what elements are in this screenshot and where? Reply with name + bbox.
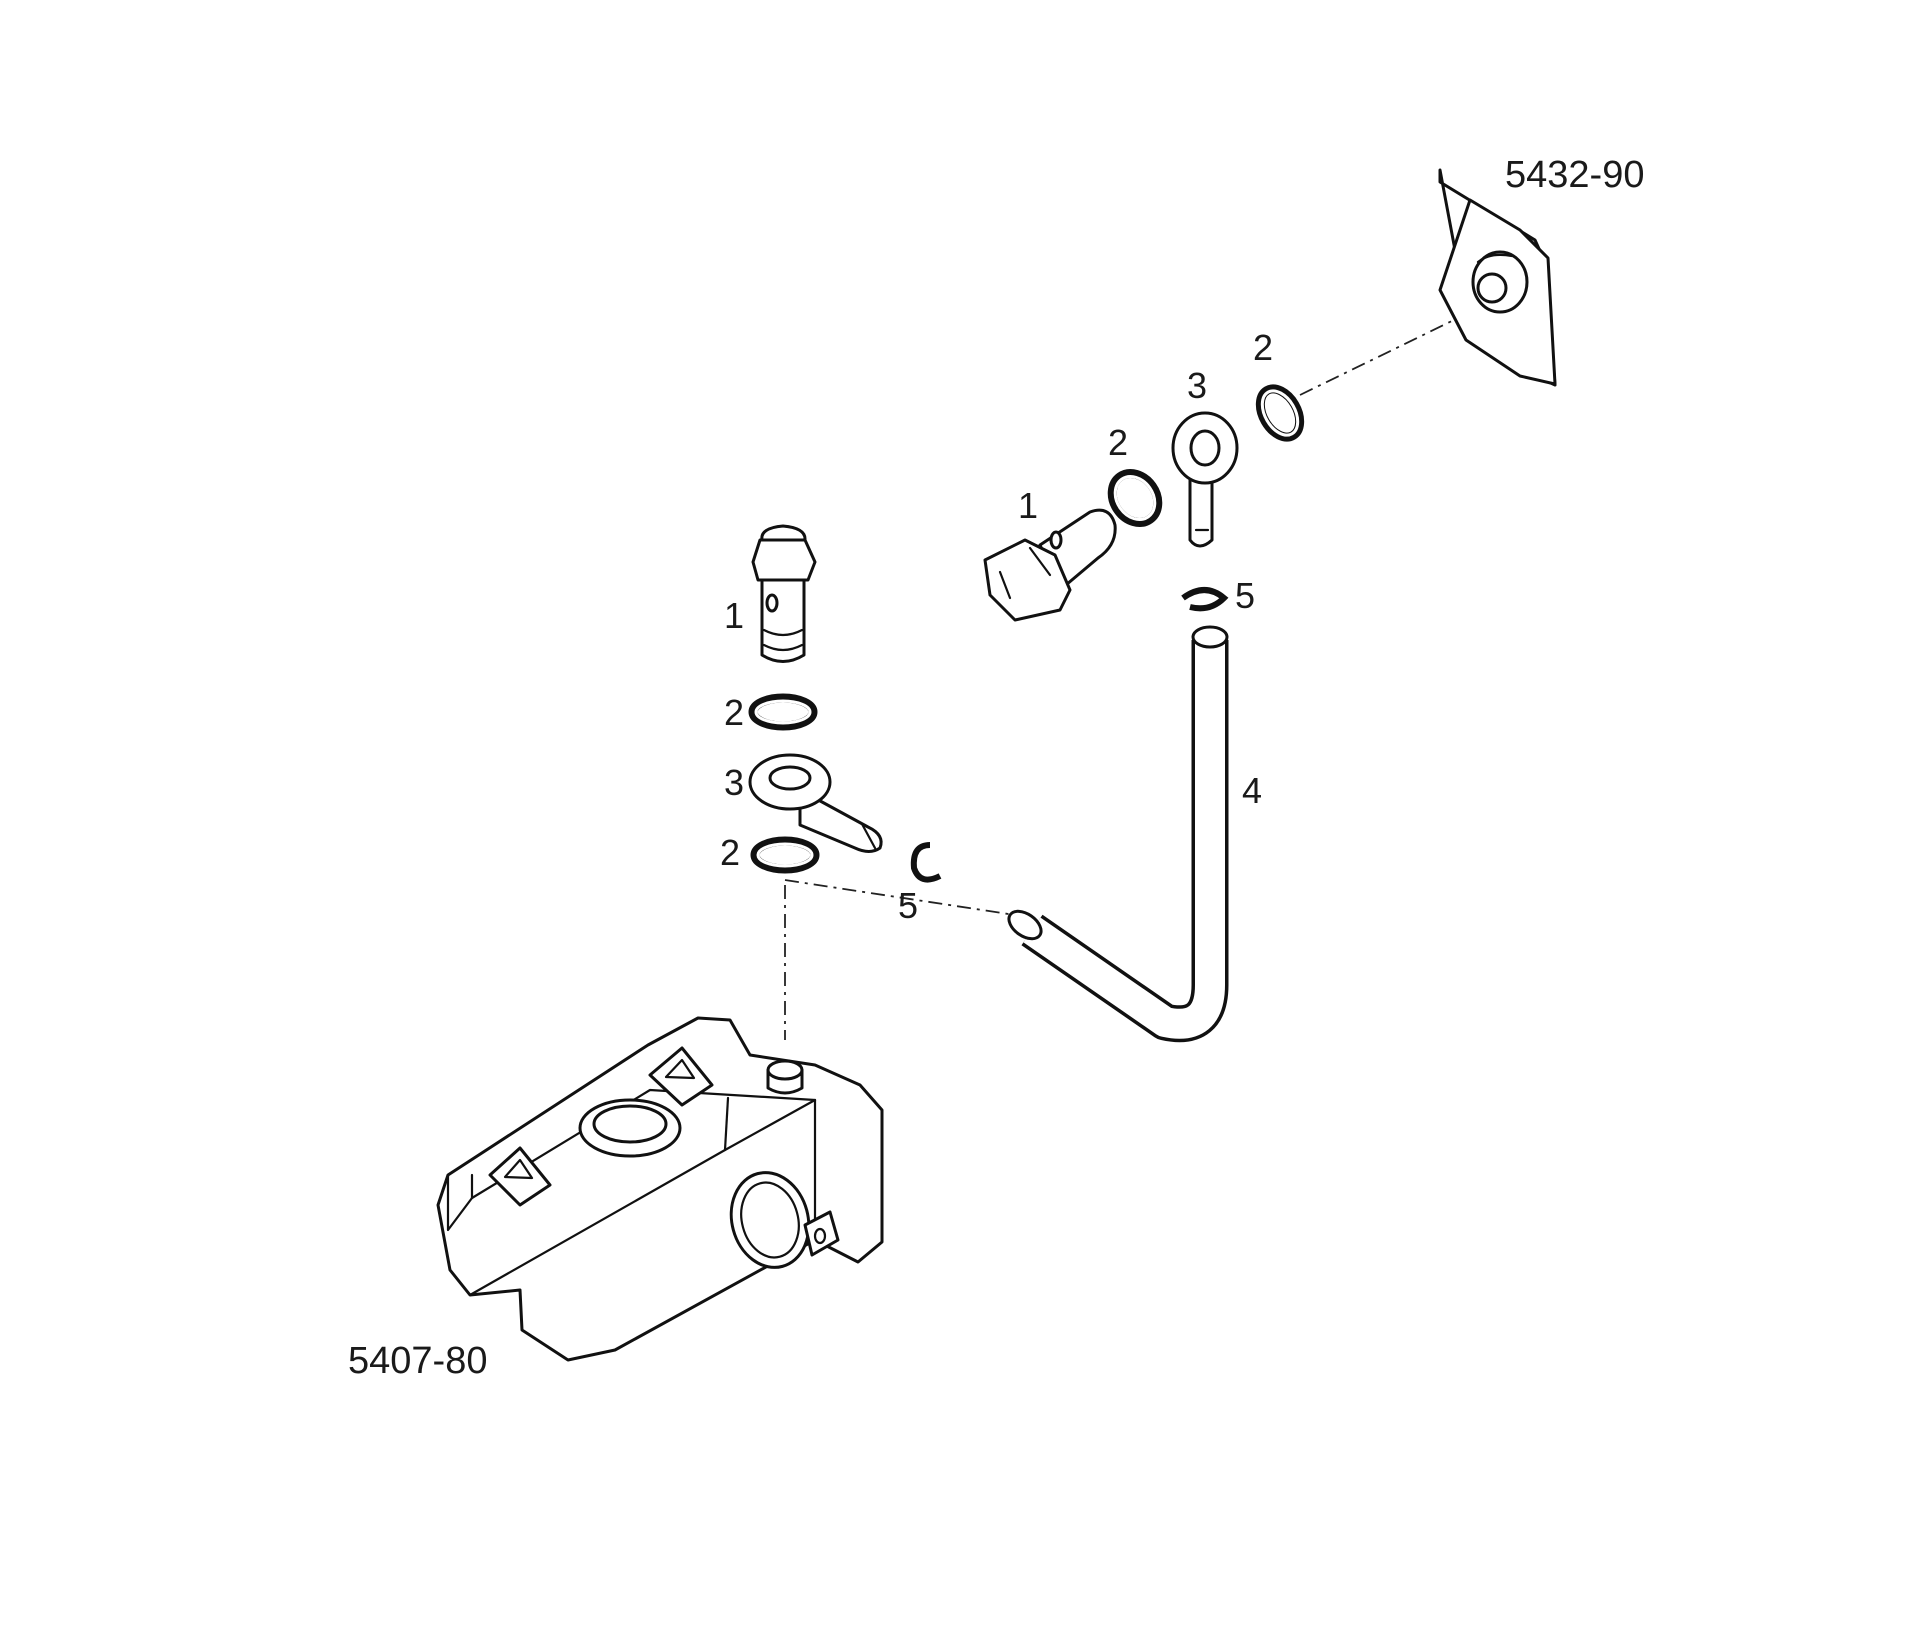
callout-left-banjo: 3 xyxy=(724,762,744,803)
right-washer-inner xyxy=(1107,469,1163,527)
housing-side-cover-ring xyxy=(740,1181,800,1259)
lower-housing xyxy=(436,1016,884,1362)
housing-pocket-right-inner xyxy=(664,1058,696,1080)
right-banjo-hole xyxy=(1189,429,1221,467)
right-bolt-facets xyxy=(998,546,1052,600)
left-banjo-bolt xyxy=(751,524,817,663)
label-assembly-lower: 5407-80 xyxy=(348,1340,487,1382)
upper-bracket xyxy=(1438,168,1557,387)
left-banjo-hole xyxy=(768,765,812,791)
labels: 5432-90 5407-80 1 2 3 2 5 1 2 3 2 5 4 xyxy=(348,154,1644,1382)
housing-body xyxy=(436,1016,884,1362)
housing-side-lug xyxy=(803,1210,840,1257)
right-banjo-bolt xyxy=(983,508,1117,622)
left-banjo-stem xyxy=(798,788,883,853)
callout-left-washer-upper: 2 xyxy=(724,692,744,733)
bracket-boss-edge xyxy=(1476,253,1514,264)
label-assembly-upper: 5432-90 xyxy=(1505,154,1644,196)
callout-left-clip: 5 xyxy=(898,885,918,926)
left-bolt-shank xyxy=(760,573,806,663)
callout-left-bolt: 1 xyxy=(724,595,744,636)
housing-port-top xyxy=(766,1059,804,1081)
left-bolt-head xyxy=(751,538,817,582)
callout-pipe: 4 xyxy=(1242,770,1262,811)
housing-step xyxy=(723,1096,730,1152)
housing-top-boss-bore xyxy=(592,1104,668,1144)
callout-right-washer-outer: 2 xyxy=(1253,327,1273,368)
left-bolt-port xyxy=(765,593,779,613)
guide-line-clip-to-pipe xyxy=(784,879,1016,916)
left-banjo-fitting xyxy=(748,753,883,853)
left-washer-upper xyxy=(748,693,818,731)
callout-right-bolt: 1 xyxy=(1018,485,1038,526)
pipe-lower-opening xyxy=(1007,909,1043,941)
housing-left-edge xyxy=(446,1173,474,1232)
pipe-top-opening xyxy=(1191,625,1229,649)
right-banjo-stem xyxy=(1188,473,1214,548)
callout-right-washer-inner: 2 xyxy=(1108,422,1128,463)
callout-right-clip: 5 xyxy=(1235,575,1255,616)
callout-left-washer-lower: 2 xyxy=(720,832,740,873)
left-bolt-threads xyxy=(762,628,804,652)
right-bolt-port xyxy=(1049,530,1063,550)
housing-pocket-left-inner xyxy=(503,1158,534,1180)
bent-pipe xyxy=(1007,625,1229,1043)
pipe-fill xyxy=(1023,640,1225,1039)
right-washer-outer xyxy=(1255,384,1305,442)
left-clip xyxy=(910,842,942,883)
housing-lug-hole xyxy=(813,1227,827,1245)
right-banjo-fitting xyxy=(1171,411,1239,548)
left-washer-lower xyxy=(750,836,820,874)
left-bolt-cap xyxy=(760,524,807,542)
callout-right-banjo: 3 xyxy=(1187,365,1207,406)
assembly-guide-lines xyxy=(784,299,1496,1040)
right-bolt-head xyxy=(983,538,1072,622)
left-banjo-ridge xyxy=(860,822,877,850)
right-clip xyxy=(1181,587,1229,612)
bracket-boss-hole xyxy=(1476,272,1508,304)
